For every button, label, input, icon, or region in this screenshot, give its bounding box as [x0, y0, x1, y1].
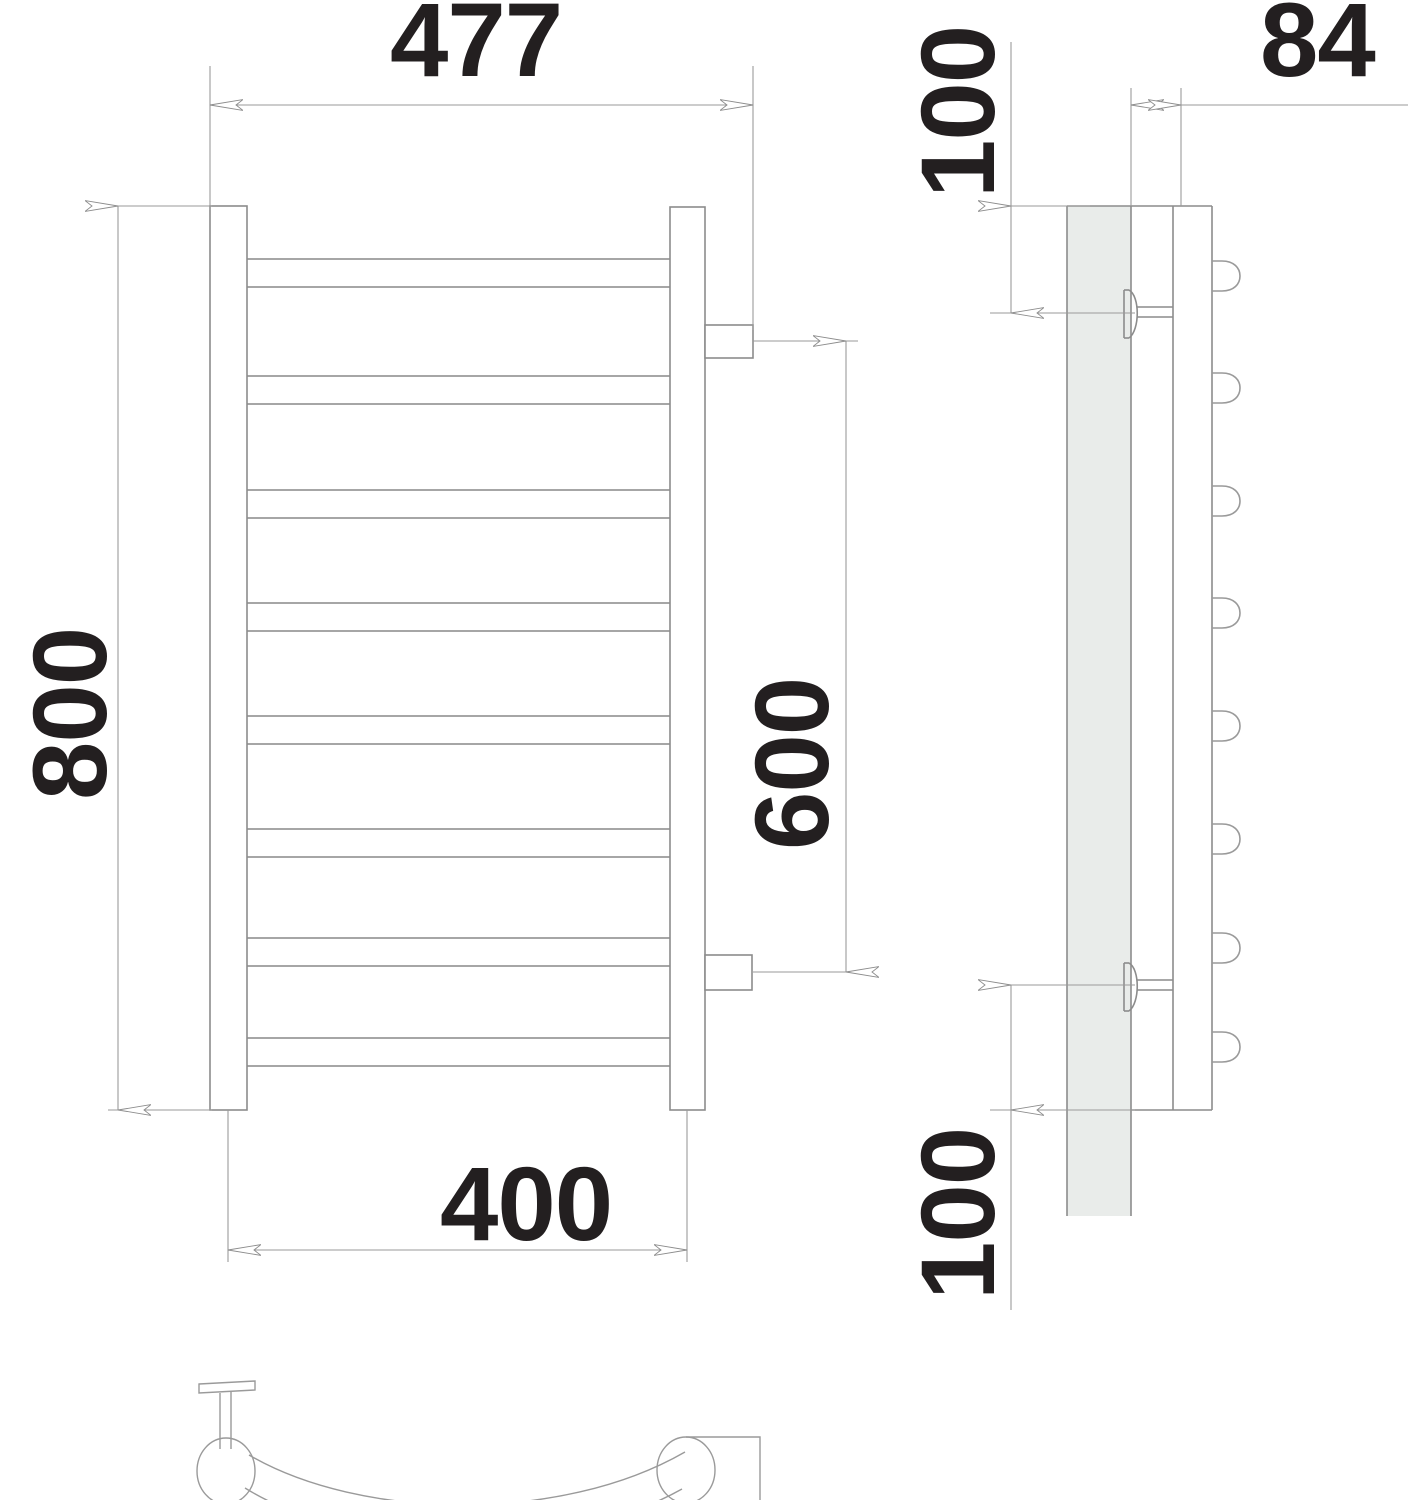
hook-8	[1212, 1031, 1241, 1063]
curved-rung-detail	[196, 1380, 761, 1500]
front-view-rungs	[247, 258, 670, 1067]
rung-1	[247, 258, 670, 288]
rung-3	[247, 489, 670, 519]
front-view-group	[209, 205, 754, 1111]
detail-wall-flange	[198, 1380, 256, 1394]
rung-2	[247, 375, 670, 405]
dim-100-bottom-label: 100	[900, 1127, 1017, 1300]
dim-100-top-offset	[990, 42, 1135, 313]
hook-7	[1212, 932, 1241, 964]
front-left-post	[209, 205, 248, 1111]
detail-curve-lower	[244, 1487, 683, 1500]
front-bottom-connector-stub	[704, 954, 753, 991]
dim-100-top-label: 100	[900, 25, 1017, 198]
side-top-bracket	[1123, 289, 1173, 339]
detail-right-connector-box	[686, 1436, 761, 1500]
side-view-group	[1066, 205, 1241, 1216]
dim-600-connection-spacing	[753, 341, 858, 972]
hook-3	[1212, 485, 1241, 517]
side-bottom-bracket	[1123, 962, 1173, 1012]
dim-477-overall-width	[209, 66, 754, 330]
dim-600-label: 600	[734, 677, 851, 850]
side-view-hooks	[1212, 260, 1241, 1063]
dim-100-bottom-offset	[990, 985, 1135, 1310]
hook-5	[1212, 710, 1241, 742]
hook-1	[1212, 260, 1241, 292]
dim-84-label: 84	[1260, 0, 1376, 99]
rung-4	[247, 602, 670, 632]
side-view-shaded-core	[1067, 206, 1131, 1216]
hook-6	[1212, 823, 1241, 855]
dim-400-label: 400	[440, 1146, 613, 1263]
front-top-connector-stub	[704, 324, 754, 359]
rung-5	[247, 715, 670, 745]
front-right-post	[669, 206, 706, 1111]
dim-400-post-spacing	[227, 1110, 688, 1262]
dim-800-overall-height	[108, 206, 212, 1110]
rung-6	[247, 828, 670, 858]
detail-right-terminal	[656, 1436, 716, 1500]
hook-4	[1212, 597, 1241, 629]
dim-800-label: 800	[12, 627, 129, 800]
dim-84-depth	[1130, 88, 1408, 206]
detail-left-terminal	[196, 1437, 256, 1500]
detail-curve-upper	[248, 1451, 686, 1500]
hook-2	[1212, 372, 1241, 404]
rung-7	[247, 937, 670, 967]
rung-8	[247, 1037, 670, 1067]
side-view-body-outline	[1067, 205, 1213, 1111]
dim-477-label: 477	[390, 0, 563, 99]
